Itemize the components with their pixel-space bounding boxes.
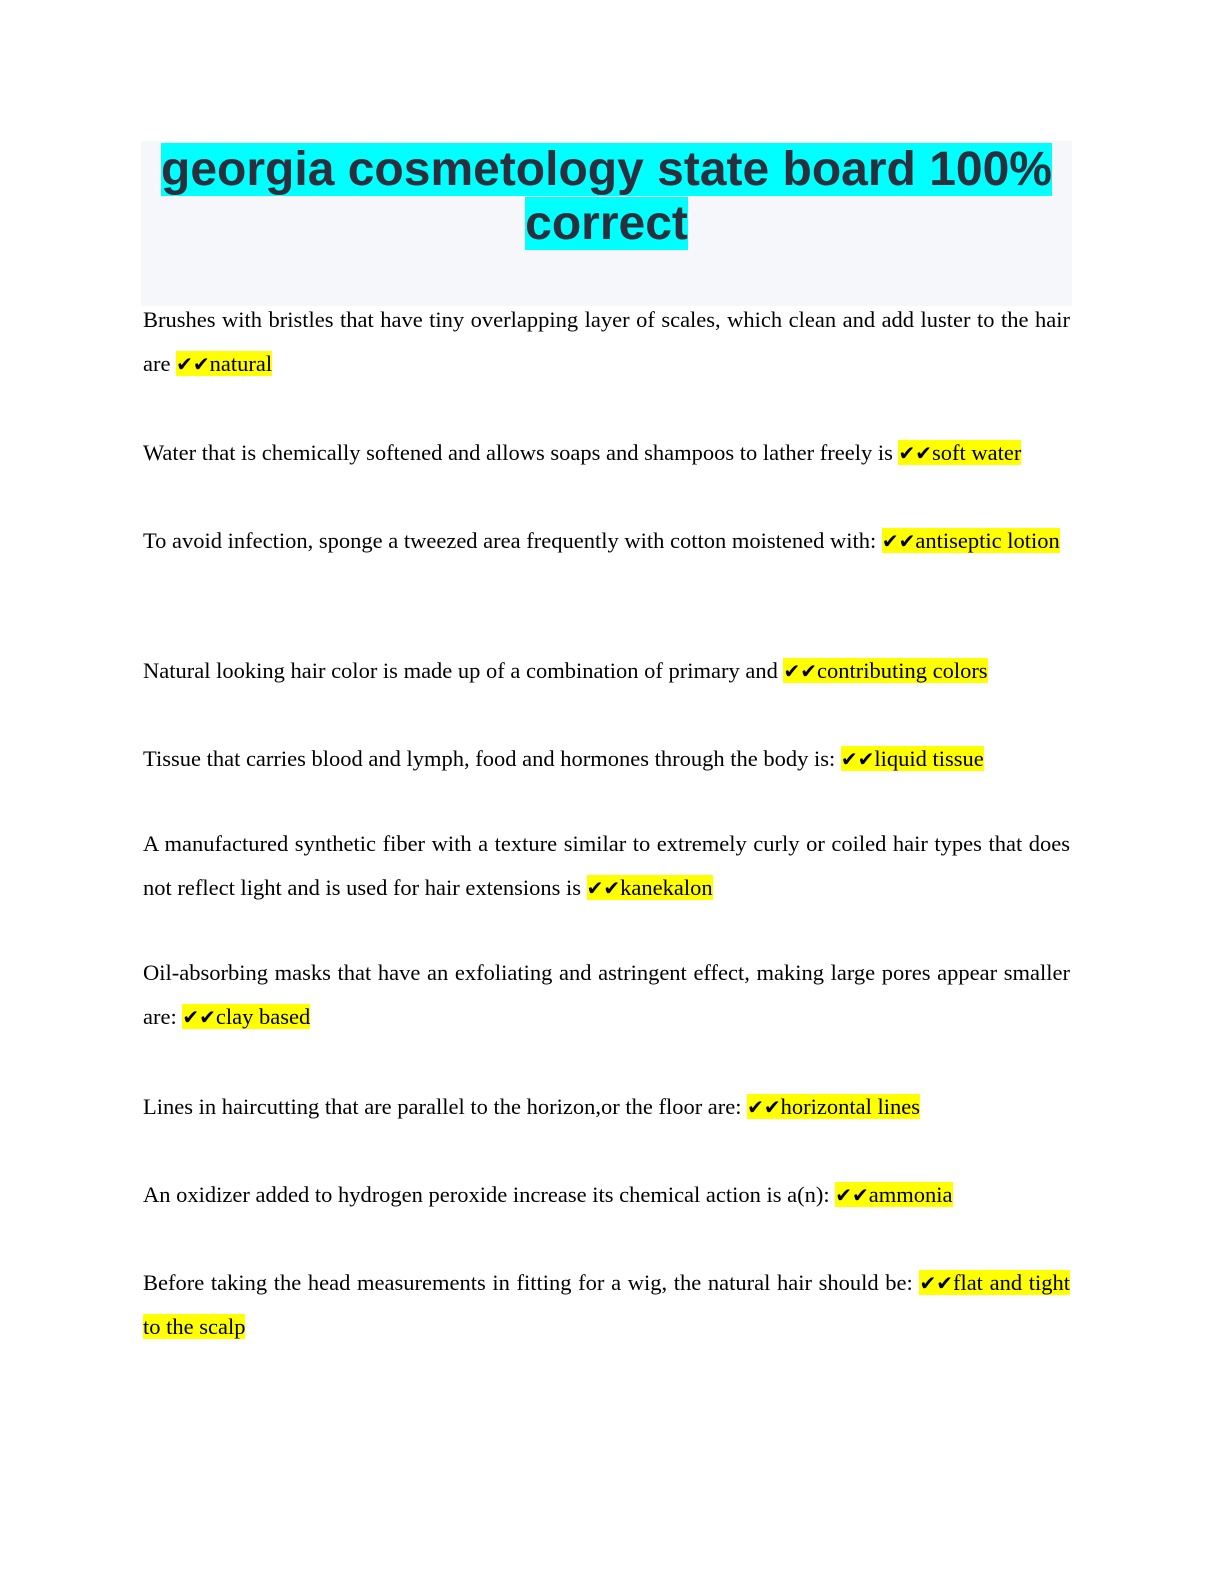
title-text: georgia cosmetology state board 100% cor… [161,143,1052,250]
question-text: Lines in haircutting that are parallel t… [143,1094,748,1119]
qa-item: Water that is chemically softened and al… [143,431,1070,475]
answer-highlight: ✔✔contributing colors [783,658,988,683]
qa-item: Brushes with bristles that have tiny ove… [143,298,1070,386]
answer-text: clay based [215,1004,311,1029]
question-text: A manufactured synthetic fiber with a te… [143,831,1070,900]
answer-text: liquid tissue [874,746,984,771]
answer-text: ammonia [868,1182,953,1207]
answer-highlight: ✔✔kanekalon [586,875,713,900]
page-title: georgia cosmetology state board 100% cor… [141,143,1072,251]
answer-highlight: ✔✔clay based [182,1004,311,1029]
answer-highlight: ✔✔ammonia [835,1182,953,1207]
question-text: An oxidizer added to hydrogen peroxide i… [143,1182,836,1207]
answer-text: contributing colors [816,658,988,683]
double-check-icon: ✔✔ [919,1271,953,1295]
answer-highlight: ✔✔natural [176,351,273,376]
qa-item: To avoid infection, sponge a tweezed are… [143,519,1070,563]
double-check-icon: ✔✔ [783,659,817,683]
double-check-icon: ✔✔ [881,529,916,553]
double-check-icon: ✔✔ [747,1095,781,1119]
question-text: Brushes with bristles that have tiny ove… [143,307,1070,376]
qa-item: Oil-absorbing masks that have an exfolia… [143,951,1070,1039]
question-text: Oil-absorbing masks that have an exfolia… [143,960,1070,1029]
answer-highlight: ✔✔soft water [898,440,1022,465]
answer-text: soft water [932,440,1022,465]
qa-item: Natural looking hair color is made up of… [143,649,1070,693]
double-check-icon: ✔✔ [898,441,932,465]
answer-highlight: ✔✔antiseptic lotion [881,528,1060,553]
answer-highlight: ✔✔horizontal lines [747,1094,921,1119]
qa-item: Before taking the head measurements in f… [143,1261,1070,1349]
question-text: Natural looking hair color is made up of… [143,658,784,683]
answer-text: natural [209,351,273,376]
answer-text: flat and tight to the scalp [143,1270,1070,1339]
double-check-icon: ✔✔ [176,352,210,376]
double-check-icon: ✔✔ [835,1183,869,1207]
qa-item: A manufactured synthetic fiber with a te… [143,822,1070,910]
question-text: Tissue that carries blood and lymph, foo… [143,746,841,771]
double-check-icon: ✔✔ [840,747,875,771]
qa-item: Tissue that carries blood and lymph, foo… [143,737,1070,781]
question-text: Water that is chemically softened and al… [143,440,899,465]
answer-text: antiseptic lotion [915,528,1060,553]
question-text: To avoid infection, sponge a tweezed are… [143,528,882,553]
double-check-icon: ✔✔ [182,1005,216,1029]
answer-highlight: ✔✔liquid tissue [840,746,984,771]
answer-text: kanekalon [620,875,713,900]
double-check-icon: ✔✔ [586,876,621,900]
qa-item: An oxidizer added to hydrogen peroxide i… [143,1173,1070,1217]
question-text: Before taking the head measurements in f… [143,1270,920,1295]
answer-text: horizontal lines [780,1094,921,1119]
qa-item: Lines in haircutting that are parallel t… [143,1085,1070,1129]
